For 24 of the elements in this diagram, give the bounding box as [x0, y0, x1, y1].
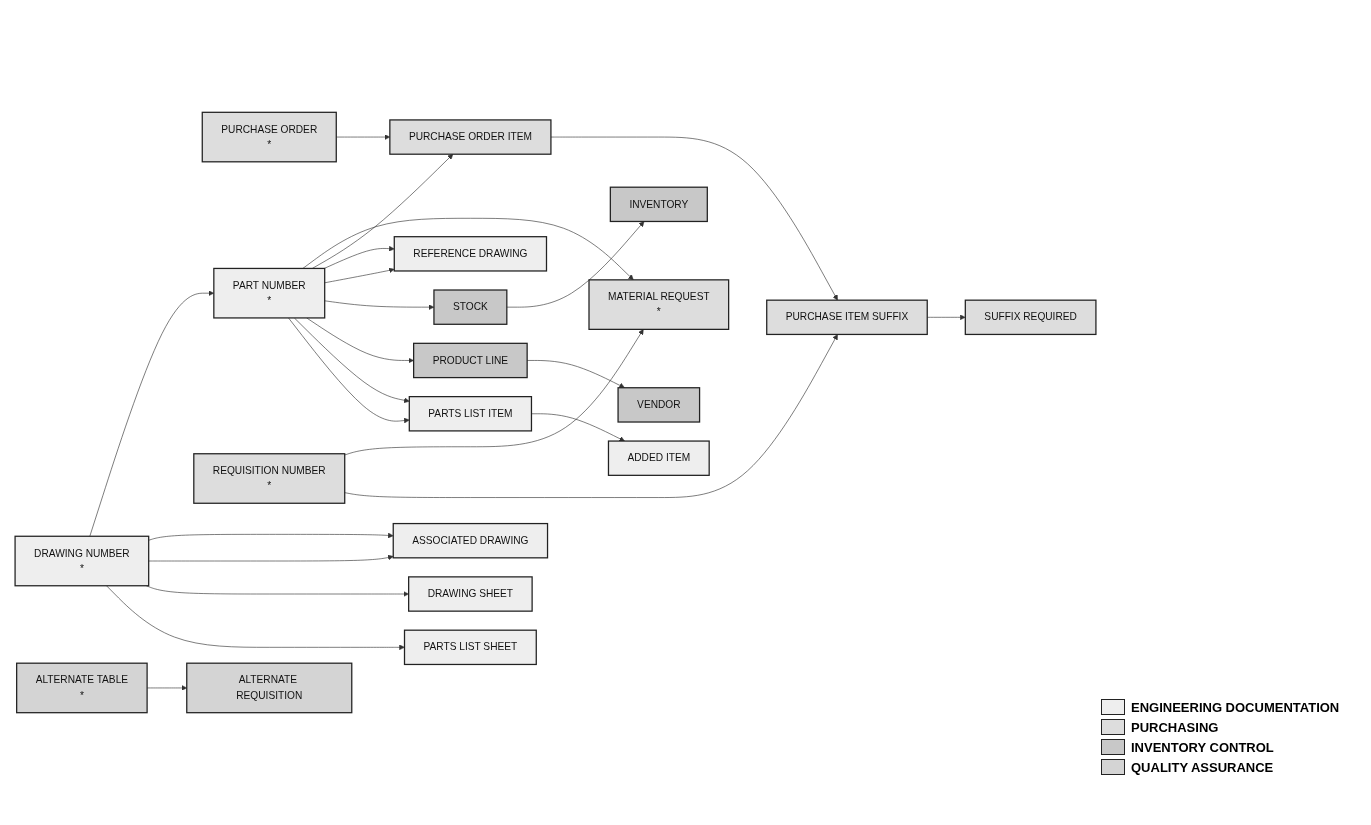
legend-text: ENGINEERING DOCUMENTATION	[1131, 699, 1340, 715]
legend-text: QUALITY ASSURANCE	[1131, 759, 1274, 775]
node-box: PRODUCT LINE	[413, 342, 528, 379]
node-box: PURCHASE ITEM SUFFIX	[766, 299, 928, 336]
node-box: PARTS LIST SHEET	[403, 629, 537, 666]
node-box: ASSOCIATED DRAWING	[392, 522, 549, 559]
node-box: STOCK	[433, 289, 508, 325]
node-box: VENDOR	[617, 387, 701, 423]
node-box: DRAWING NUMBER *	[14, 535, 150, 587]
node-box: PURCHASE ORDER ITEM	[389, 119, 552, 155]
node-box: INVENTORY	[609, 186, 708, 223]
node-box: ADDED ITEM	[607, 440, 710, 476]
node-box: ALTERNATE TABLE *	[16, 662, 148, 714]
node-box: SUFFIX REQUIRED	[964, 299, 1097, 336]
node-box: PARTS LIST ITEM	[408, 396, 533, 432]
legend-text: INVENTORY CONTROL	[1131, 739, 1274, 755]
node-box: PART NUMBER *	[213, 267, 326, 319]
node-box: PURCHASE ORDER *	[201, 111, 337, 163]
node-box: MATERIAL REQUEST *	[588, 279, 730, 330]
node-box: DRAWING SHEET	[408, 576, 533, 612]
node-box: REQUISITION NUMBER *	[193, 453, 346, 504]
legend-text: PURCHASING	[1131, 719, 1219, 735]
node-box: REFERENCE DRAWING	[393, 236, 548, 272]
node-box: ALTERNATE REQUISITION	[186, 662, 353, 714]
